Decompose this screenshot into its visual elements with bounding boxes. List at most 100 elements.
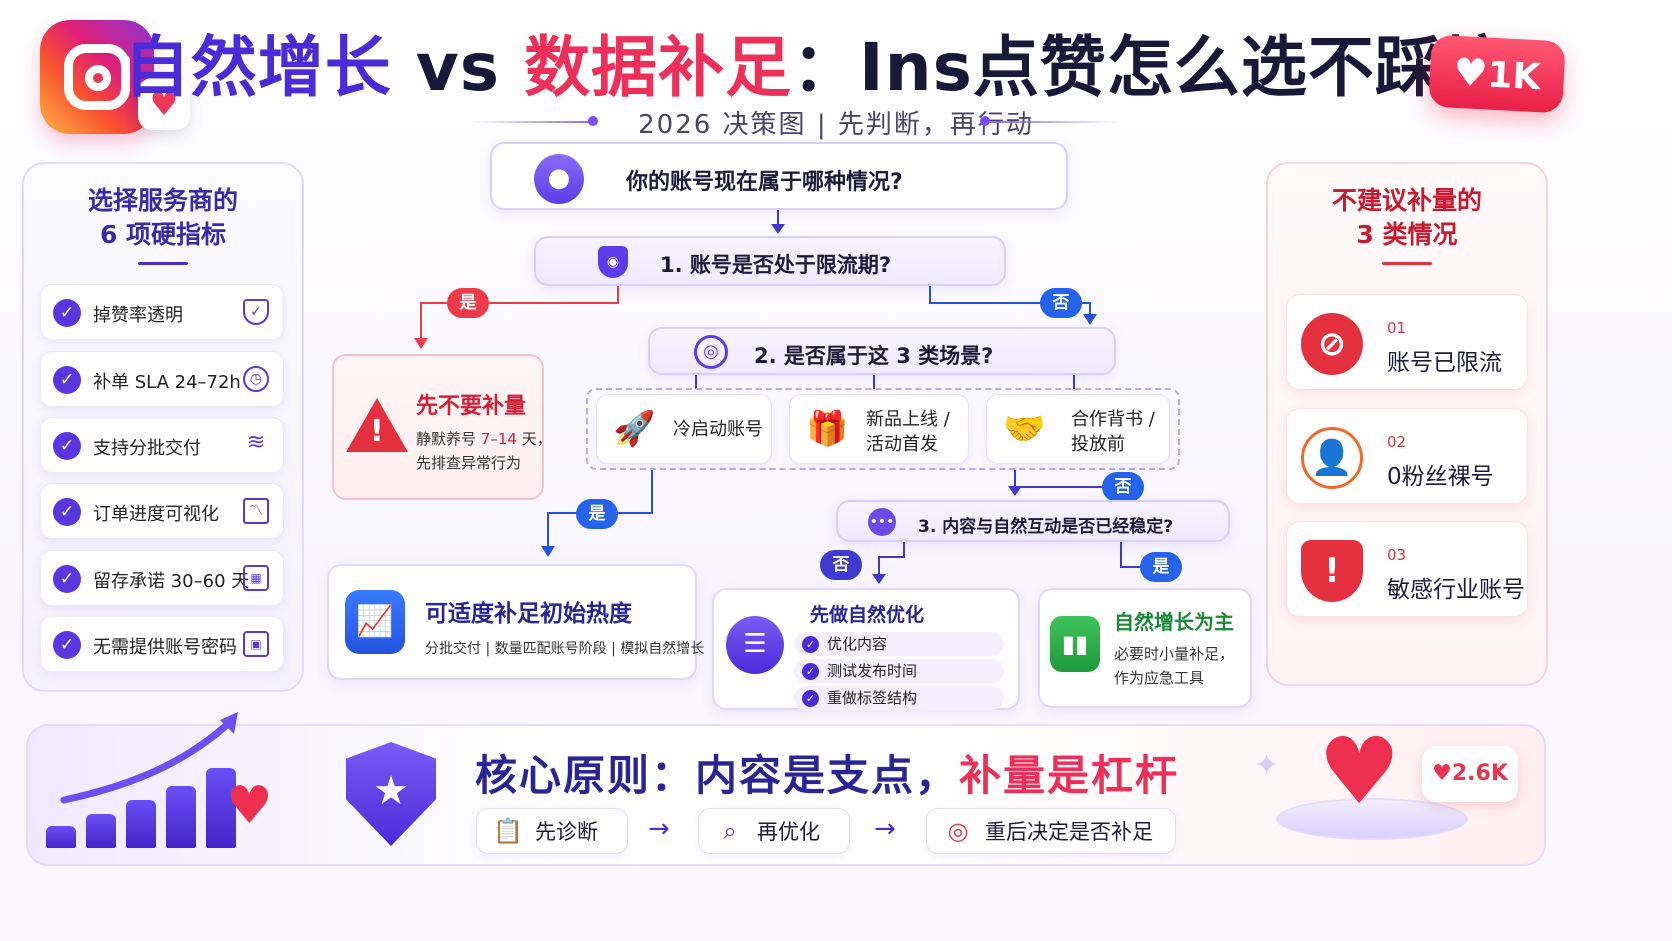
connector-scenario-no: [1014, 470, 1016, 488]
stop-title: 先不要补量: [416, 394, 527, 419]
lock-icon: ▣: [243, 631, 269, 657]
subtitle-line-right: [990, 121, 1120, 123]
shield-icon: ◉: [598, 246, 628, 278]
boost-title: 可适度补足初始热度: [425, 601, 632, 627]
check-icon: ✓: [802, 690, 819, 707]
check-icon: ✓: [53, 565, 81, 593]
connector-q2-scenario: [695, 375, 697, 389]
risk-item: ⊘ 01 账号已限流: [1286, 294, 1528, 390]
risk-num: 02: [1387, 433, 1407, 451]
connector-scenario-no: [1014, 486, 1104, 488]
criteria-panel-title: 选择服务商的 6 项硬指标: [22, 184, 304, 252]
title-organic: 自然增长: [123, 29, 392, 106]
arrow-down-icon: [541, 546, 555, 557]
arrow-right-icon: →: [648, 814, 670, 844]
shield-alert-icon: !: [1301, 540, 1363, 602]
optimize-item: ✓重做标签结构: [794, 686, 1004, 710]
connector-q2-scenario: [1073, 375, 1075, 389]
flow-q1-box: ◉ 1. 账号是否处于限流期?: [534, 236, 1006, 286]
criteria-item: ✓ 补单 SLA 24–72h ◷: [40, 351, 284, 407]
scenario-label: 合作背书 / 投放前: [1071, 407, 1155, 457]
warning-mark: !: [370, 414, 384, 449]
step-label: 重后决定是否补足: [985, 820, 1153, 844]
layers-icon: ≋: [246, 430, 266, 455]
yes-pill: 是: [1140, 552, 1182, 582]
criteria-label: 支持分批交付: [93, 438, 201, 459]
check-icon: ✓: [53, 299, 81, 327]
organic-desc-line1: 必要时小量补足，: [1114, 645, 1235, 663]
subtitle-dot-left: [588, 116, 598, 126]
subtitle: 2026 决策图 | 先判断，再行动: [638, 110, 1034, 140]
target-icon: ◎: [694, 335, 728, 369]
growth-bar: [206, 768, 236, 848]
step-decide: ◎ 重后决定是否补足: [926, 808, 1176, 854]
sliders-icon: ☰: [726, 616, 784, 674]
risk-item: 👤 02 0粉丝裸号: [1286, 408, 1528, 504]
criteria-item: ✓ 掉赞率透明 ✓: [40, 284, 284, 340]
optimize-item-label: 测试发布时间: [827, 662, 918, 680]
yes-pill: 是: [576, 499, 618, 529]
stop-desc-days: 7–14: [480, 430, 517, 448]
target-icon: ◎: [947, 817, 969, 845]
no-pill: 否: [820, 550, 862, 580]
optimize-result-box: ☰ 先做自然优化 ✓优化内容 ✓测试发布时间 ✓重做标签结构: [712, 588, 1020, 710]
growth-bars-illustration: [46, 750, 256, 848]
criteria-label: 无需提供账号密码: [93, 637, 237, 658]
optimize-item-label: 优化内容: [827, 635, 888, 653]
rocket-icon: 🚀: [613, 409, 656, 449]
organic-desc: 必要时小量补足，作为应急工具: [1114, 642, 1234, 690]
connector-start-q1: [777, 210, 779, 228]
stop-desc-line2: 先排查异常行为: [416, 454, 522, 472]
flow-q3-text: 3. 内容与自然互动是否已经稳定?: [918, 517, 1174, 537]
connector-q3-yes: [1120, 542, 1122, 568]
subtitle-dot-right: [980, 116, 990, 126]
title-question: ：Ins点赞怎么选不踩坑?: [792, 29, 1549, 106]
connector-q3-no: [903, 542, 905, 558]
criteria-item: ✓ 支持分批交付 ≋: [40, 417, 284, 473]
connector-q3-no: [878, 556, 905, 558]
criteria-label: 补单 SLA 24–72h: [93, 372, 241, 393]
flow-q3-box: ••• 3. 内容与自然互动是否已经稳定?: [836, 500, 1230, 542]
calendar-icon: ▦: [243, 565, 269, 591]
connector-q2-scenario: [873, 375, 875, 389]
connector-q1-no: [929, 286, 931, 304]
scenario-line2: 投放前: [1071, 434, 1125, 455]
arrow-down-icon: [1008, 486, 1022, 496]
step-label: 再优化: [757, 820, 820, 844]
flow-start-box: ● 你的账号现在属于哪种情况?: [490, 142, 1068, 210]
check-icon: ✓: [53, 366, 81, 394]
instagram-logo-icon: [40, 20, 154, 134]
heart-bubble-icon: ♥: [138, 78, 190, 130]
check-icon: ✓: [802, 636, 819, 653]
growth-bar: [166, 786, 196, 848]
page-title: 自然增长 vs 数据补足：Ins点赞怎么选不踩坑?: [0, 14, 1672, 110]
big-heart-icon: ♥: [1318, 718, 1401, 825]
scenario-item: 🚀 冷启动账号: [596, 394, 772, 464]
clock-icon: ◷: [243, 366, 269, 392]
scenario-line1: 合作背书 /: [1071, 409, 1155, 430]
stop-desc-c: 天，: [516, 430, 552, 448]
connector-scenario-yes: [547, 512, 549, 548]
connector-scenario-yes: [651, 470, 653, 514]
stop-desc-line1: 静默养号 7–14 天，: [416, 428, 552, 449]
scenario-line1: 新品上线 /: [866, 409, 950, 430]
check-icon: ✓: [53, 432, 81, 460]
star-icon: ★: [373, 768, 409, 814]
core-principle-b: 补量是杠杆: [959, 751, 1180, 800]
organic-title: 自然增长为主: [1114, 610, 1234, 634]
check-icon: ✓: [53, 498, 81, 526]
flow-q1-text: 1. 账号是否处于限流期?: [660, 253, 892, 277]
connector-q1-no: [1089, 302, 1091, 316]
connector-q3-no: [878, 556, 880, 574]
risk-label: 敏感行业账号: [1387, 577, 1525, 603]
optimize-item: ✓测试发布时间: [794, 659, 1004, 683]
step-label: 先诊断: [535, 820, 598, 844]
instagram-logo-dot: [120, 55, 130, 65]
heart-icon: ♥: [226, 776, 273, 836]
criteria-label: 留存承诺 30–60 天: [93, 571, 250, 592]
handshake-icon: 🤝: [1003, 409, 1046, 449]
gift-icon: 🎁: [806, 409, 849, 449]
criteria-title-line2: 6 项硬指标: [99, 220, 227, 249]
core-principle-text: 核心原则：内容是支点，补量是杠杆: [475, 742, 1179, 803]
likes-badge: ♥1K: [1428, 34, 1566, 114]
